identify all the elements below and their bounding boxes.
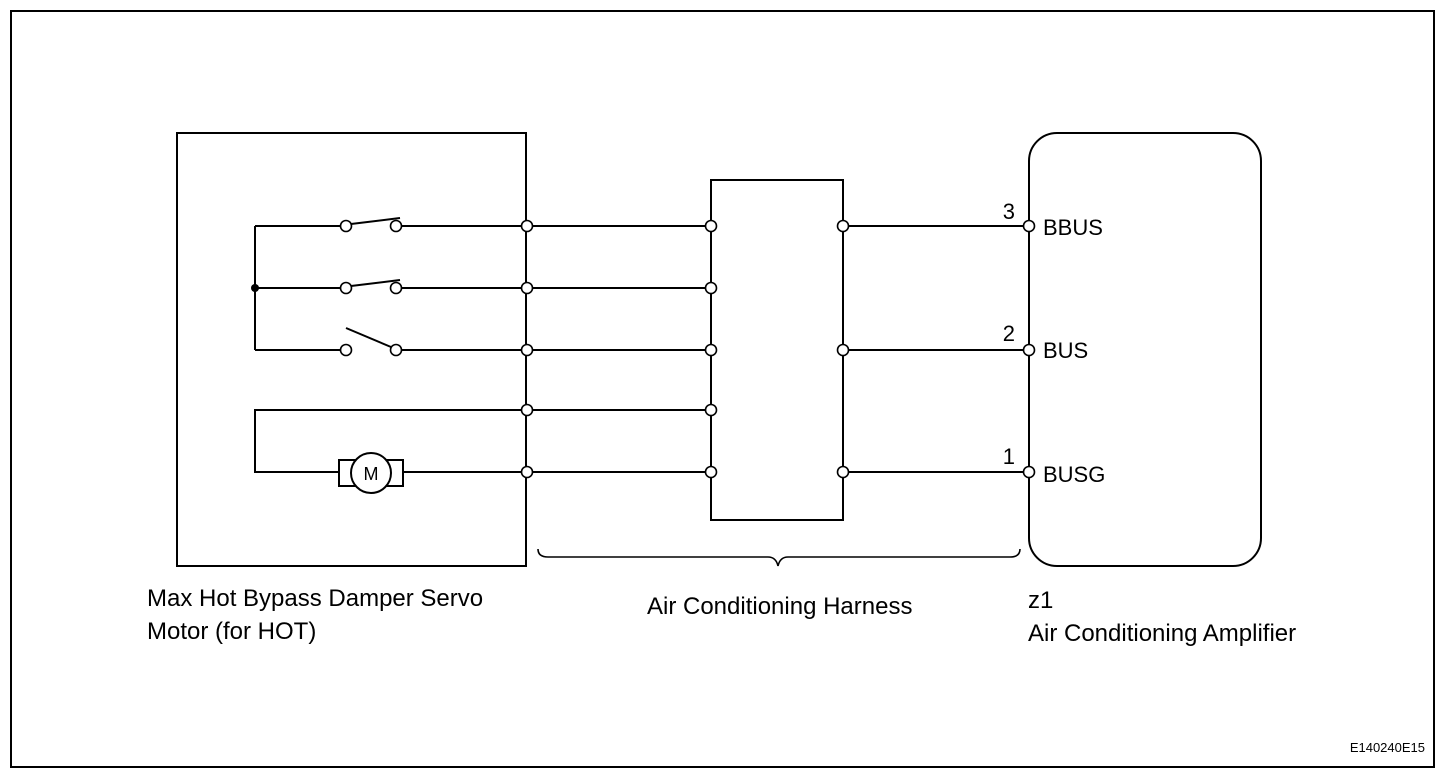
- pin-name: BUS: [1043, 338, 1088, 363]
- servo-terminal: [520, 219, 534, 233]
- harness-terminal: [704, 343, 718, 357]
- harness-terminal: [704, 219, 718, 233]
- amplifier-component: 3 BBUS 2 BUS 1 BUSG: [1003, 132, 1262, 567]
- harness-terminal: [836, 343, 850, 357]
- outer-frame: [10, 10, 1435, 768]
- servo-terminal: [520, 343, 534, 357]
- amplifier-terminal: [1022, 465, 1036, 479]
- pin-number: 3: [1003, 199, 1015, 224]
- harness-brace: [537, 548, 1021, 567]
- amplifier-connector: z1: [1028, 587, 1053, 614]
- harness-box: [710, 179, 844, 521]
- servo-terminal: [520, 465, 534, 479]
- harness-terminal: [836, 465, 850, 479]
- pin-number: 2: [1003, 321, 1015, 346]
- servo-motor-component: M: [176, 132, 534, 567]
- harness-terminal: [704, 281, 718, 295]
- harness-terminal: [704, 465, 718, 479]
- pin-name: BBUS: [1043, 215, 1103, 240]
- harness-label: Air Conditioning Harness: [647, 593, 912, 620]
- figure-code: E140240E15: [1350, 740, 1425, 755]
- harness-terminal: [836, 219, 850, 233]
- servo-terminal: [520, 281, 534, 295]
- amplifier-label: Air Conditioning Amplifier: [1028, 620, 1296, 647]
- motor-symbol: M: [364, 464, 379, 484]
- switch-1: [255, 217, 521, 233]
- harness-component: [704, 179, 850, 521]
- harness-terminal: [704, 403, 718, 417]
- amplifier-terminal: [1022, 343, 1036, 357]
- servo-terminal: [520, 403, 534, 417]
- servo-label-line2: Motor (for HOT): [147, 618, 316, 645]
- servo-label-line1: Max Hot Bypass Damper Servo: [147, 585, 483, 612]
- motor-wire-a: [254, 409, 521, 473]
- servo-to-harness-wires: [533, 225, 706, 473]
- motor-icon: M: [338, 452, 404, 494]
- amplifier-terminal: [1022, 219, 1036, 233]
- pin-name: BUSG: [1043, 462, 1105, 487]
- pin-number: 1: [1003, 444, 1015, 469]
- switch-2: [255, 279, 521, 295]
- switch-3: [255, 327, 521, 357]
- harness-to-amplifier-wires: [849, 225, 1023, 473]
